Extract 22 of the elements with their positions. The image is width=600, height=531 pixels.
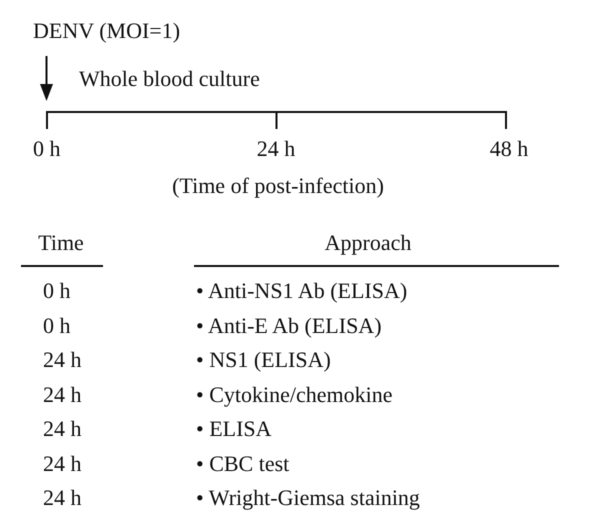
approach-item: • Cytokine/chemokine [196,382,392,407]
agent-label: DENV (MOI=1) [33,19,180,44]
culture-label: Whole blood culture [79,67,260,92]
column-header: Approach [324,231,412,256]
time-value: 0 h [43,314,70,338]
axis-title: (Time of post-infection) [172,174,384,198]
approach-item: • ELISA [196,417,272,442]
tick-label: 24 h [256,137,296,162]
approach-item: • Wright-Giemsa staining [196,486,420,510]
time-value: 24 h [43,486,82,510]
column-header: Time [38,231,84,256]
time-value: 24 h [43,382,82,407]
approach-item: • Anti-E Ab (ELISA) [196,314,382,338]
approach-item: • CBC test [196,452,290,476]
tick-label: 48 h [490,137,528,162]
time-value: 24 h [43,417,82,442]
approach-item: • Anti-NS1 Ab (ELISA) [196,279,408,304]
time-value: 0 h [43,279,70,304]
tick-label: 0 h [33,137,60,162]
time-value: 24 h [43,348,82,372]
approach-item: • NS1 (ELISA) [196,348,331,372]
time-value: 24 h [43,452,82,476]
